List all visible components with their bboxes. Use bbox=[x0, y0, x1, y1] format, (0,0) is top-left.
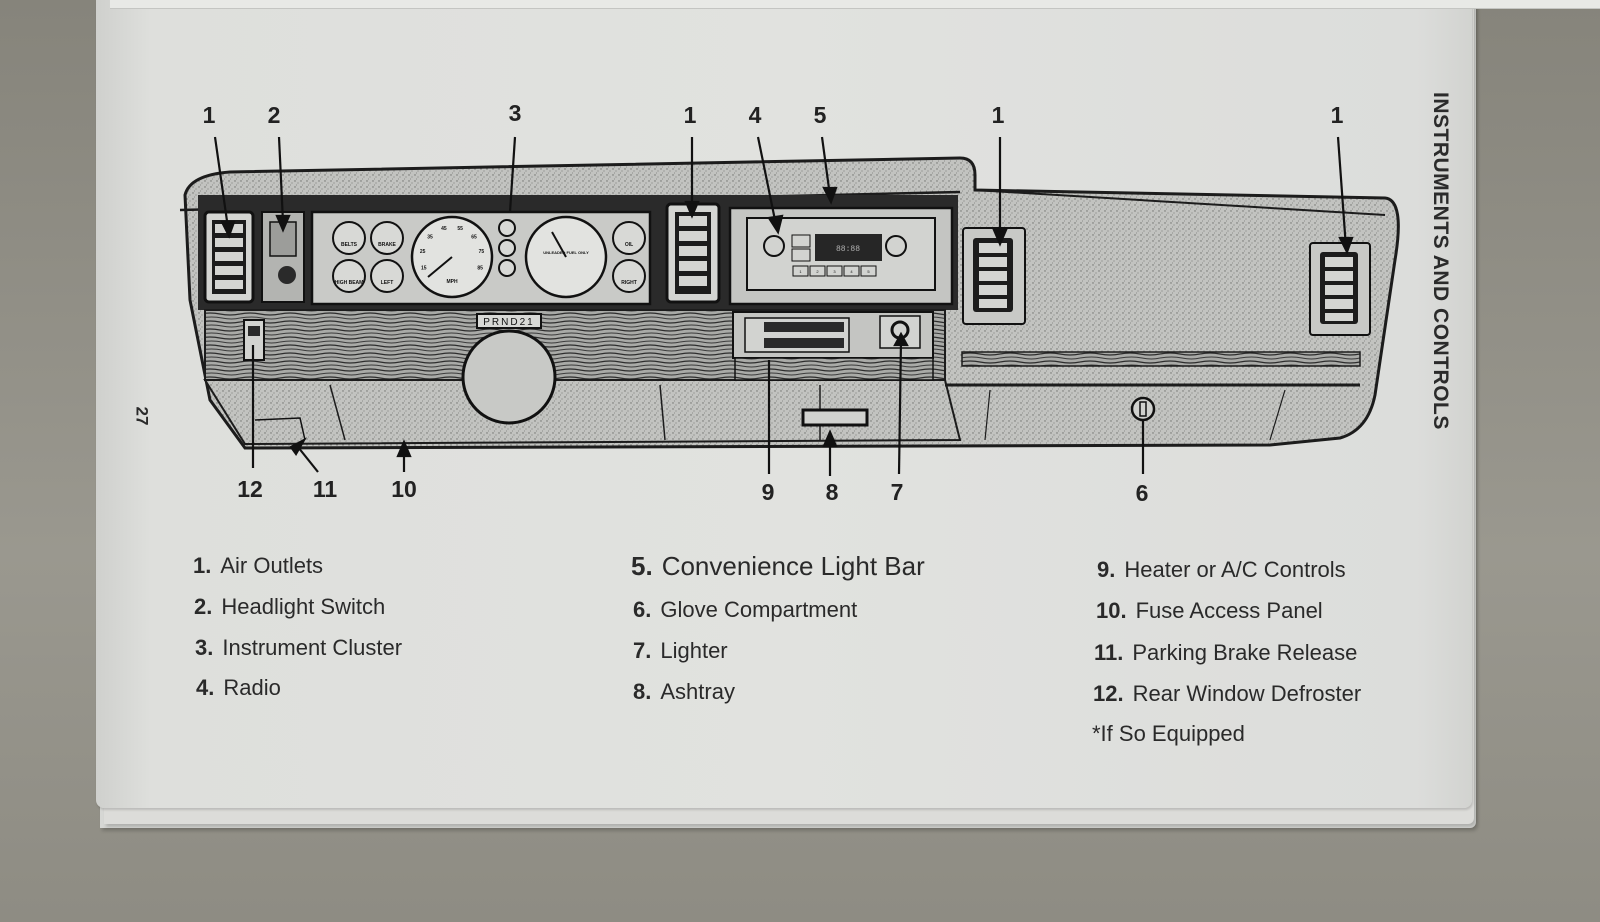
callout-bottom-11: 11 bbox=[312, 476, 338, 502]
speedometer-tick-label: 15 bbox=[421, 265, 427, 271]
callout-bottom-10: 10 bbox=[391, 476, 417, 502]
speedometer-tick-label: 85 bbox=[477, 265, 483, 271]
radio-preset-button bbox=[860, 265, 877, 277]
radio-preset-label: 4 bbox=[850, 269, 853, 274]
legend-label: Fuse Access Panel bbox=[1135, 598, 1323, 623]
callout-bottom-7: 7 bbox=[890, 479, 904, 505]
speedometer-tick-label: 65 bbox=[471, 235, 477, 241]
legend-number: 3. bbox=[195, 635, 214, 660]
gauge-label-oil: OIL bbox=[625, 242, 633, 248]
legend-number: 12. bbox=[1093, 681, 1124, 706]
legend-item: 12. Rear Window Defroster bbox=[1093, 681, 1361, 707]
callout-top-1c: 1 bbox=[991, 102, 1005, 128]
legend-item: 6. Glove Compartment bbox=[633, 597, 857, 623]
legend-number: 2. bbox=[194, 594, 213, 619]
legend-number: 6. bbox=[633, 597, 652, 622]
svg-text:88:88: 88:88 bbox=[836, 245, 860, 254]
instrument-cluster bbox=[310, 210, 652, 306]
radio-preset-button bbox=[826, 265, 843, 277]
callout-bottom-12: 12 bbox=[237, 476, 263, 502]
legend-label: Air Outlets bbox=[220, 553, 324, 578]
legend-number: 11. bbox=[1094, 640, 1124, 665]
speedometer-unit: MPH bbox=[446, 279, 458, 285]
legend-item: 1. Air Outlets bbox=[193, 553, 323, 579]
callout-top-1d: 1 bbox=[1330, 102, 1344, 128]
air-outlet-center bbox=[665, 202, 721, 304]
radio-preset-button bbox=[792, 265, 809, 277]
leader-lines bbox=[213, 136, 1354, 476]
legend-label: Ashtray bbox=[660, 679, 735, 704]
gauge-label-left: LEFT bbox=[381, 280, 394, 286]
radio-preset-label: 3 bbox=[833, 269, 836, 274]
legend-label: Parking Brake Release bbox=[1132, 640, 1358, 665]
legend-label: Glove Compartment bbox=[660, 597, 858, 622]
legend-label: Rear Window Defroster bbox=[1132, 681, 1362, 706]
legend-number: 10. bbox=[1096, 598, 1127, 623]
gauge-label-belts: BELTS bbox=[341, 242, 358, 248]
legend-item: 5. Convenience Light Bar bbox=[631, 551, 925, 582]
legend-item: 2. Headlight Switch bbox=[194, 594, 385, 620]
callout-top-1b: 1 bbox=[683, 102, 697, 128]
legend-label: Headlight Switch bbox=[221, 594, 386, 619]
callout-bottom-6: 6 bbox=[1135, 480, 1149, 506]
legend-label: Heater or A/C Controls bbox=[1124, 557, 1346, 582]
callout-top-2: 2 bbox=[267, 102, 281, 128]
gauge-label-right: RIGHT bbox=[621, 280, 637, 286]
legend-item: 8. Ashtray bbox=[633, 679, 735, 705]
callout-top-3: 3 bbox=[508, 100, 522, 126]
radio-preset-button bbox=[809, 265, 826, 277]
speedometer-tick-label: 75 bbox=[479, 249, 485, 255]
legend-item: 10. Fuse Access Panel bbox=[1096, 598, 1323, 624]
section-title: INSTRUMENTS AND CONTROLS bbox=[1429, 92, 1452, 430]
legend-label: Radio bbox=[223, 675, 281, 700]
radio: 88:88 bbox=[728, 206, 954, 306]
legend-label: Convenience Light Bar bbox=[661, 551, 925, 581]
legend-item: 9. Heater or A/C Controls bbox=[1097, 557, 1346, 583]
radio-preset-button bbox=[843, 265, 860, 277]
air-outlet-right-far bbox=[1309, 242, 1371, 336]
legend-footnote: *If So Equipped bbox=[1092, 721, 1245, 746]
callout-top-4: 4 bbox=[748, 102, 762, 128]
gauge-label-brake: BRAKE bbox=[378, 242, 396, 248]
legend-item: 7. Lighter bbox=[633, 638, 728, 664]
legend-number: 4. bbox=[196, 675, 215, 700]
facing-page-edge bbox=[110, 0, 1600, 9]
radio-preset-buttons: 1 2 3 4 5 bbox=[792, 265, 877, 277]
callout-top-5: 5 bbox=[813, 102, 827, 128]
steering-column-opening bbox=[461, 329, 557, 425]
speedometer-tick-label: 35 bbox=[427, 235, 433, 241]
legend-item: 3. Instrument Cluster bbox=[195, 635, 402, 661]
speedometer-tick-label: 45 bbox=[441, 226, 447, 232]
air-outlet-left bbox=[203, 210, 255, 304]
legend-label: Instrument Cluster bbox=[222, 635, 403, 660]
legend-number: 5. bbox=[631, 551, 653, 581]
radio-preset-label: 2 bbox=[816, 269, 819, 274]
air-outlet-right-center bbox=[962, 227, 1026, 325]
callout-bottom-8: 8 bbox=[825, 479, 839, 505]
gauge-label-high-beam: HIGH BEAM bbox=[335, 280, 364, 286]
fuse-access-panel bbox=[254, 417, 306, 441]
speedometer-tick-label: 25 bbox=[420, 249, 426, 255]
legend-number: 7. bbox=[633, 638, 652, 663]
legend-number: 8. bbox=[633, 679, 652, 704]
legend-number: 1. bbox=[193, 553, 212, 578]
speedometer-tick-label: 55 bbox=[457, 226, 463, 232]
legend-label: Lighter bbox=[660, 638, 728, 663]
callout-bottom-9: 9 bbox=[761, 479, 775, 505]
legend-item: 4. Radio bbox=[196, 675, 281, 701]
gear-indicator-text: PRND21 bbox=[483, 317, 534, 328]
radio-preset-label: 1 bbox=[799, 269, 802, 274]
radio-preset-label: 5 bbox=[867, 269, 870, 274]
callout-top-1: 1 bbox=[202, 102, 216, 128]
fuel-gauge-label: UNLEADED FUEL ONLY bbox=[543, 250, 589, 255]
legend-item: 11. Parking Brake Release bbox=[1094, 640, 1357, 666]
gear-indicator: PRND21 bbox=[476, 313, 542, 329]
speedometer-tick-labels: 15 25 35 45 55 65 75 85 bbox=[420, 226, 485, 271]
ashtray bbox=[801, 408, 869, 427]
cigarette-lighter bbox=[879, 315, 921, 349]
legend-number: 9. bbox=[1097, 557, 1116, 582]
glove-compartment-lock bbox=[1130, 396, 1156, 422]
